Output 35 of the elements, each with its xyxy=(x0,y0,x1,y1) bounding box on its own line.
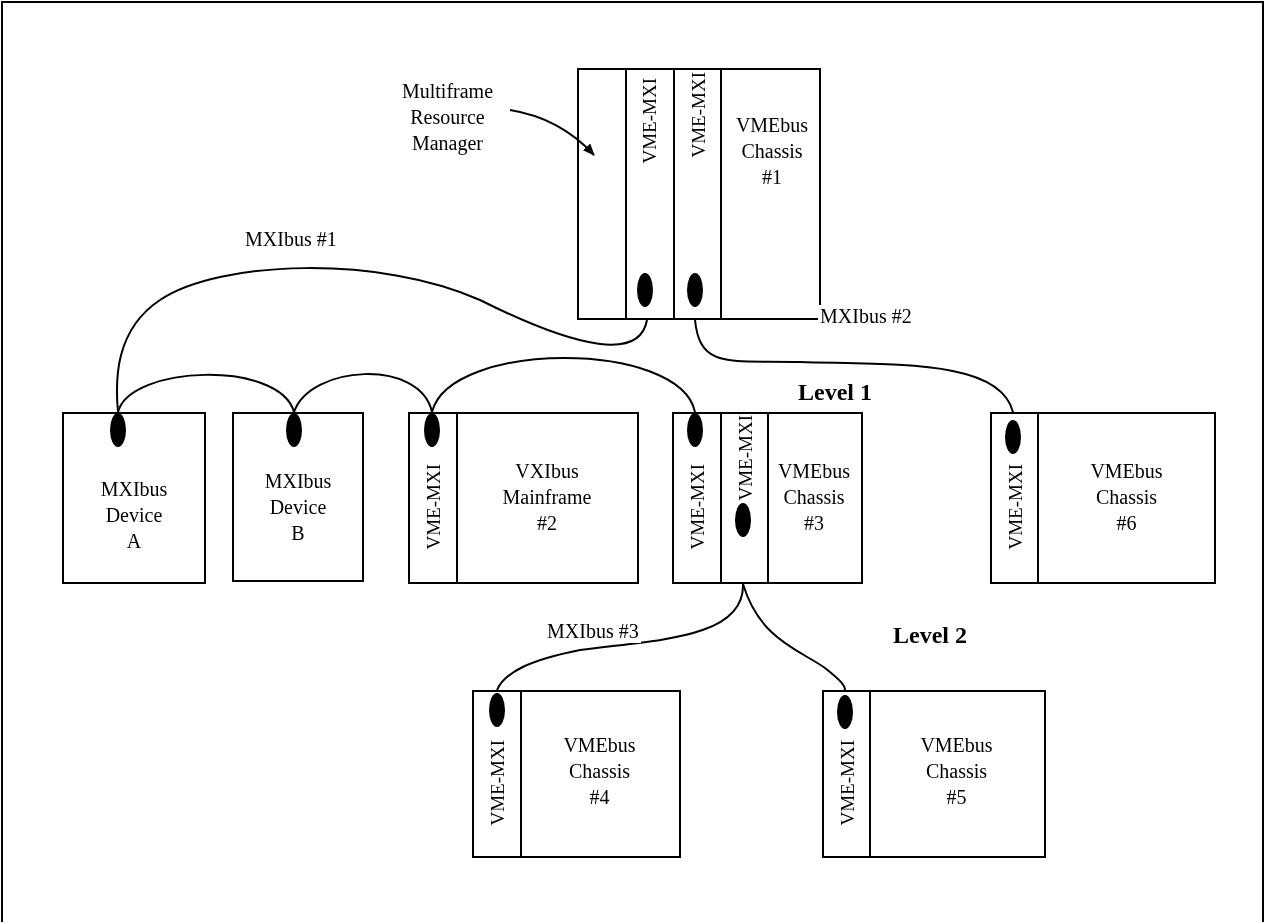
module-label: VME-MXI xyxy=(837,740,856,826)
box-label: VMEbus Chassis #5 xyxy=(920,733,993,810)
chassis-box xyxy=(472,690,681,858)
module-label: VME-MXI xyxy=(487,740,507,826)
module-label: VME-MXI xyxy=(639,78,659,164)
module-label: VME-MXI xyxy=(1005,464,1024,550)
module-label: VME-MXI xyxy=(687,464,707,550)
chassis-box xyxy=(232,412,364,582)
module-label: VME-MXI xyxy=(688,72,707,158)
module-label: VME-MXI xyxy=(423,464,443,550)
cable-line xyxy=(117,373,295,413)
box-label: VXIbus Mainframe #2 xyxy=(502,459,592,536)
chassis-box xyxy=(822,690,1046,858)
chassis-box xyxy=(672,412,863,584)
chassis-box xyxy=(990,412,1216,584)
box-label: VMEbus Chassis #1 xyxy=(735,113,809,190)
cable-line xyxy=(293,373,433,413)
cable-line xyxy=(694,319,1014,413)
box-label: VMEbus Chassis #4 xyxy=(563,733,636,810)
chassis-box xyxy=(62,412,206,584)
box-label: MXIbus Device A xyxy=(100,477,168,554)
chassis-box xyxy=(408,412,639,584)
box-label: MXIbus Device B xyxy=(264,469,332,546)
box-label: VMEbus Chassis #3 xyxy=(777,459,851,536)
cable-line xyxy=(496,583,744,691)
cable-line xyxy=(431,357,696,413)
chassis-box xyxy=(577,68,821,320)
annotation-text: Multiframe Resource Manager xyxy=(401,79,494,156)
cable-line xyxy=(742,583,846,691)
level-label: Level 2 xyxy=(893,622,967,649)
level-label: Level 1 xyxy=(798,379,872,406)
cable-line xyxy=(115,267,648,413)
box-label: VMEbus Chassis #6 xyxy=(1090,459,1163,536)
module-label: VME-MXI xyxy=(735,415,754,501)
arrow xyxy=(509,109,595,156)
